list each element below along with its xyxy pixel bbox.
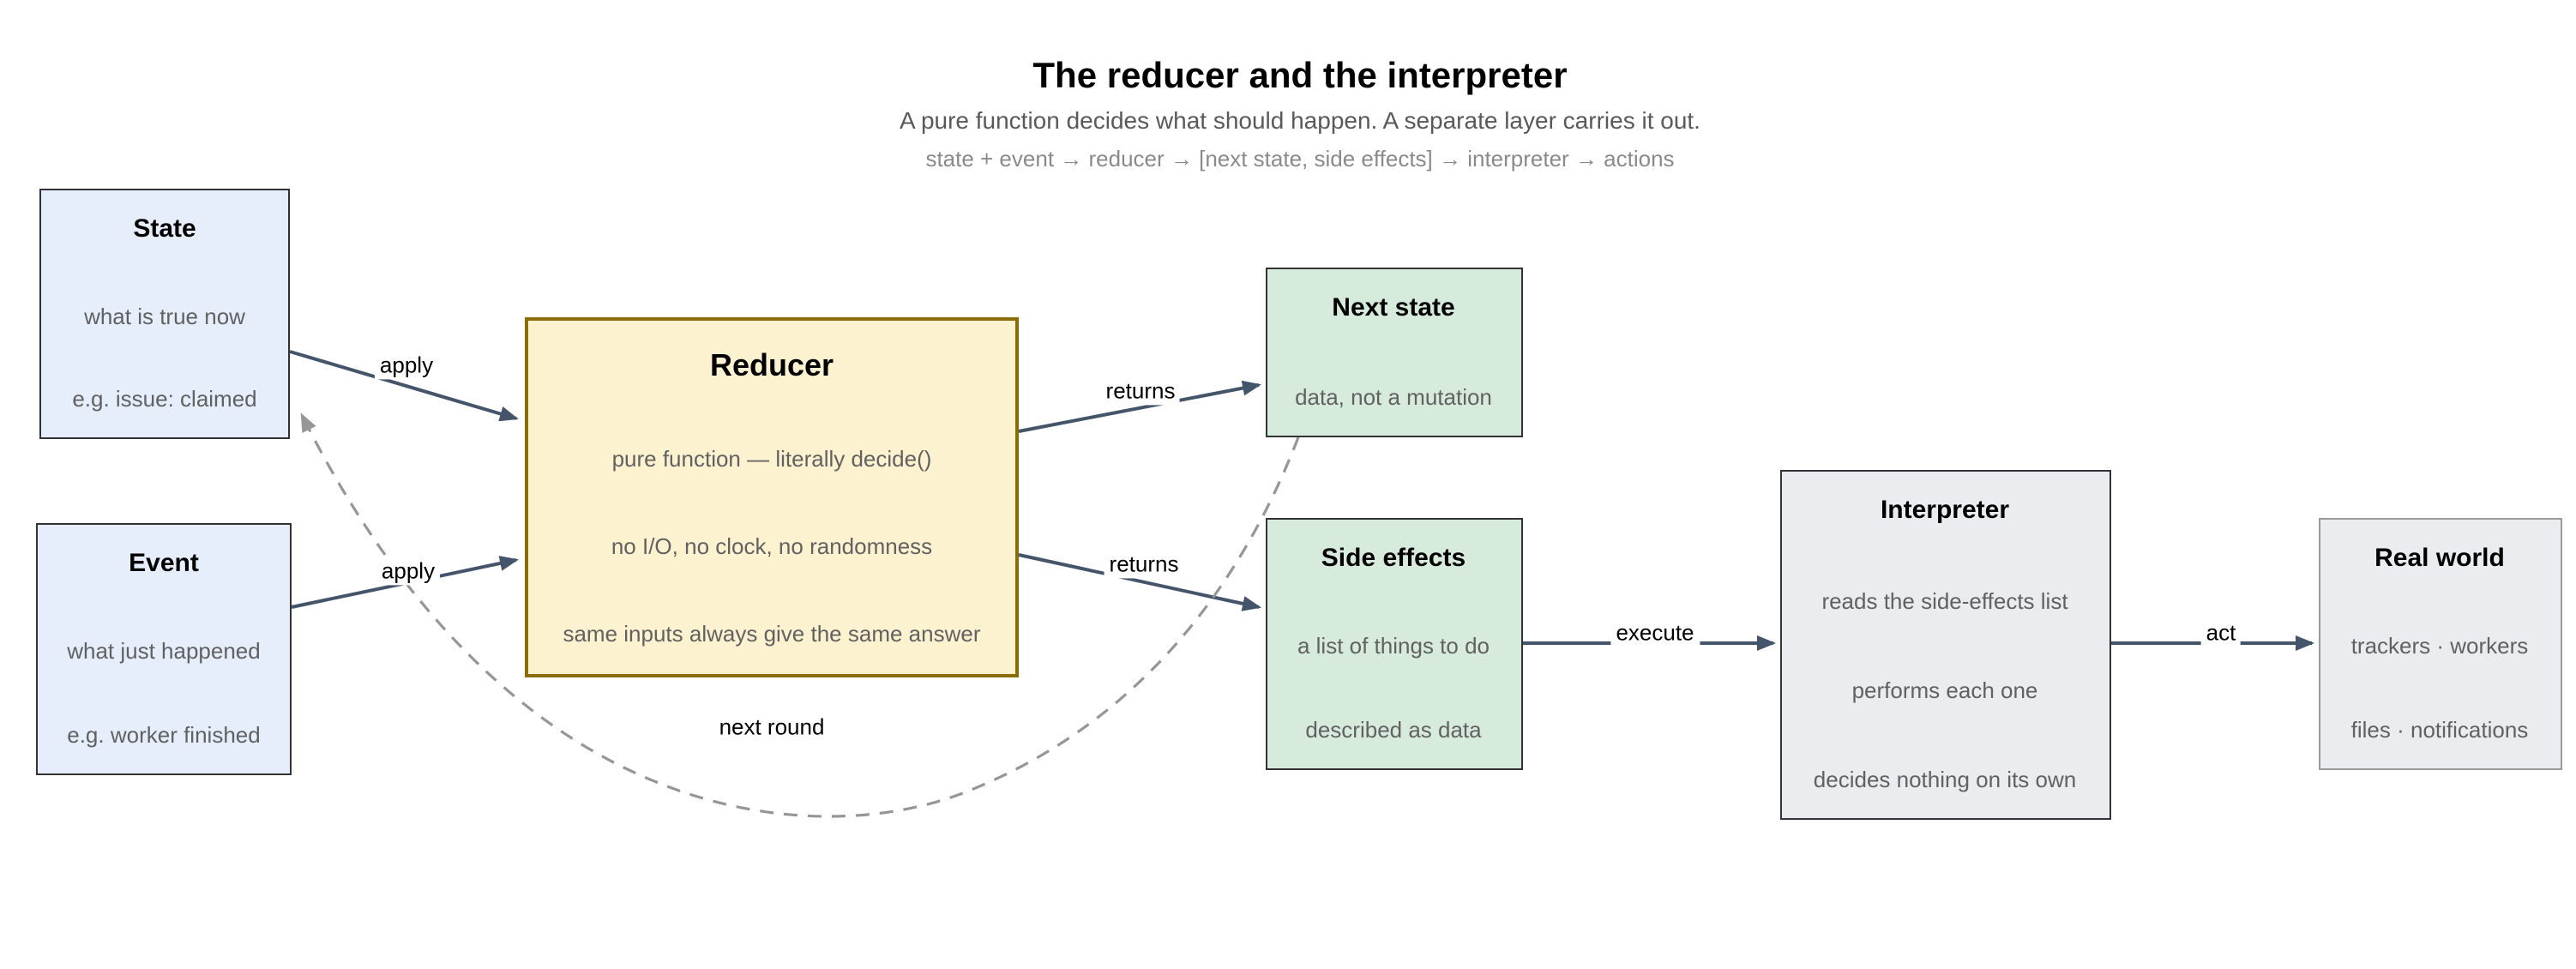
node-event-line: what just happened [67, 638, 261, 665]
edge-label-apply-event: apply [376, 557, 441, 585]
arrow-reducer-to-next-state [1018, 380, 1261, 433]
node-event-title: Event [129, 549, 199, 578]
node-reducer-line: no I/O, no clock, no randomness [611, 533, 933, 560]
node-state-title: State [133, 214, 196, 244]
node-interpreter-title: Interpreter [1880, 495, 2010, 524]
node-side-effects-title: Side effects [1321, 544, 1466, 573]
arrow-reducer-to-side-effects [1018, 553, 1261, 611]
node-real-world-title: Real world [2374, 544, 2505, 573]
node-state-line: what is true now [84, 303, 245, 329]
node-interpreter-line: reads the side-effects list [1821, 588, 2068, 615]
node-reducer: Reducer pure function — literally decide… [525, 317, 1019, 677]
node-interpreter-line: decides nothing on its own [1813, 766, 2077, 792]
node-next-state-line: data, not a mutation [1295, 384, 1492, 411]
edge-label-next-round: next round [719, 713, 825, 740]
node-reducer-line: pure function — literally decide() [611, 446, 932, 472]
node-side-effects: Side effects a list of things to do desc… [1265, 518, 1522, 770]
edge-label-apply-state: apply [374, 352, 439, 379]
node-reducer-line: same inputs always give the same answer [563, 621, 981, 647]
node-reducer-title: Reducer [709, 348, 834, 382]
node-event: Event what just happened e.g. worker fin… [36, 523, 292, 775]
edge-label-returns-side: returns [1104, 551, 1184, 578]
node-real-world: Real world trackers · workers files · no… [2318, 518, 2561, 769]
node-next-state-title: Next state [1332, 293, 1455, 322]
node-real-world-line: files · notifications [2350, 716, 2529, 743]
node-state-line: e.g. issue: claimed [72, 386, 257, 412]
arrow-feedback-next-round [300, 412, 1300, 818]
node-side-effects-line: described as data [1305, 717, 1482, 743]
node-side-effects-line: a list of things to do [1297, 633, 1490, 659]
edge-label-act: act [2200, 619, 2242, 647]
node-interpreter-line: performs each one [1851, 677, 2038, 704]
edge-label-execute: execute [1610, 619, 1700, 647]
node-event-line: e.g. worker finished [67, 722, 261, 749]
node-real-world-line: trackers · workers [2350, 633, 2529, 659]
node-interpreter: Interpreter reads the side-effects list … [1779, 469, 2110, 819]
node-state: State what is true now e.g. issue: claim… [39, 189, 290, 439]
node-next-state: Next state data, not a mutation [1265, 268, 1522, 437]
edge-label-returns-next: returns [1100, 377, 1181, 405]
arrow-state-to-reducer [289, 350, 519, 422]
